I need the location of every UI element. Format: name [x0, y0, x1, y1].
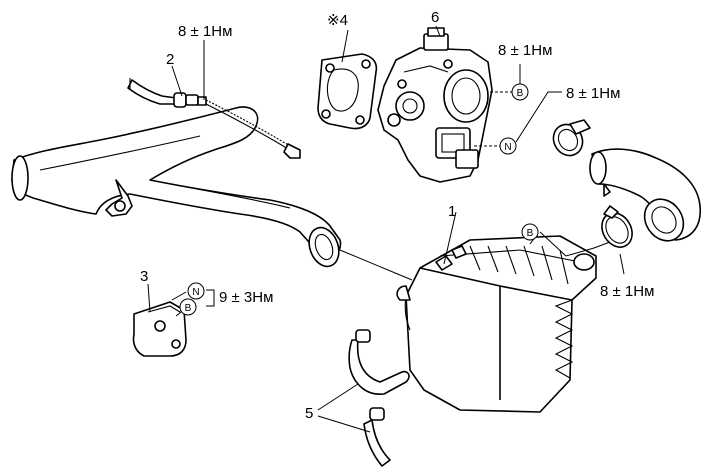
marker-b-throttle: B [511, 83, 529, 101]
torque-clamp-b: 8 ± 1Нм [600, 283, 654, 300]
throttle-body [377, 27, 493, 183]
torque-throttle-n: 8 ± 1Нм [566, 85, 620, 102]
intake-pipe [11, 106, 342, 268]
torque-cable-nut: 8 ± 1Нм [178, 23, 232, 40]
marker-b-bracket-letter: B [185, 303, 192, 314]
marker-n-throttle: N [499, 137, 517, 155]
torque-bracket: 9 ± 3Нм [219, 289, 273, 306]
callout-part-1: 1 [448, 203, 456, 220]
callout-part-6: 6 [431, 9, 439, 26]
torque-throttle-b: 8 ± 1Нм [498, 42, 552, 59]
marker-b-clamp-letter: B [527, 228, 534, 239]
bracket [132, 301, 187, 357]
leader-lines [147, 25, 625, 433]
callout-part-2: 2 [166, 51, 174, 68]
callout-part-4: ※4 [327, 12, 348, 29]
gasket [317, 53, 378, 130]
marker-n-throttle-letter: N [504, 142, 511, 153]
throttle-cable [127, 78, 301, 159]
marker-b-bracket: B [179, 298, 197, 316]
marker-b-clamp: B [521, 223, 539, 241]
callout-part-3: 3 [140, 268, 148, 285]
clamp-and-elbow [552, 119, 701, 248]
air-cleaner [396, 235, 597, 413]
hoses [348, 329, 410, 467]
callout-part-5: 5 [305, 405, 313, 422]
marker-n-bracket: N [187, 282, 205, 300]
marker-b-throttle-letter: B [517, 88, 524, 99]
marker-n-bracket-letter: N [192, 287, 199, 298]
